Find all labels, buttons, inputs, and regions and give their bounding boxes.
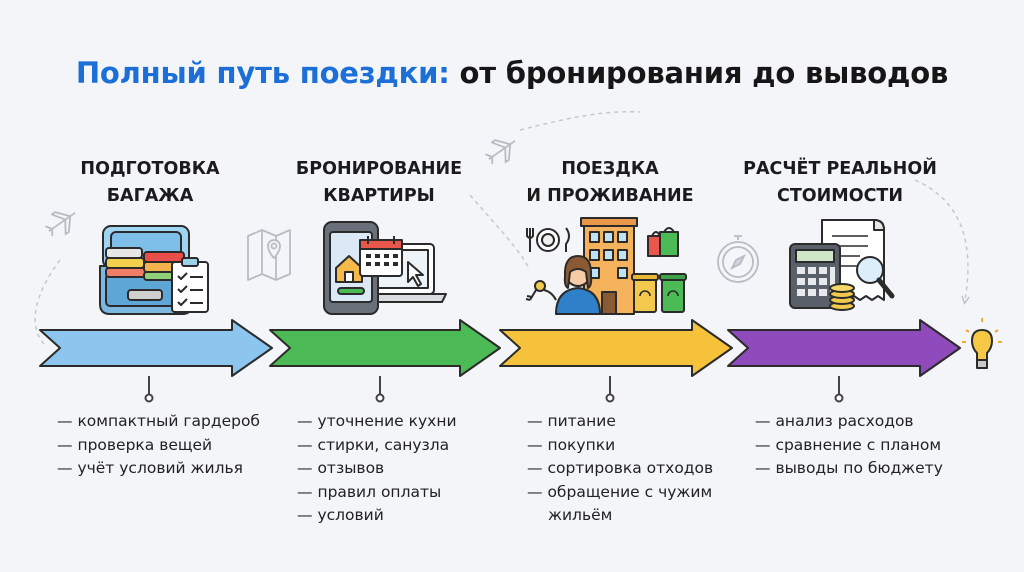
booking-devices-icon <box>323 221 447 315</box>
step-title-line: БРОНИРОВАНИЕ <box>295 159 463 179</box>
list-item: анализ расходов <box>755 410 975 434</box>
trip-stay-icon <box>525 217 687 315</box>
list-item: покупки <box>527 434 727 458</box>
dashed-path <box>914 179 968 300</box>
list-item: питание <box>527 410 727 434</box>
step-title-line: ПОДГОТОВКА <box>80 159 220 179</box>
step-title-line: ПОЕЗДКА <box>561 159 659 179</box>
step-bullets-luggage: компактный гардероб проверка вещей учёт … <box>57 410 262 481</box>
airplane-icon <box>45 211 76 237</box>
lightbulb-icon <box>962 318 1002 369</box>
dashed-path <box>34 259 61 346</box>
list-item: проверка вещей <box>57 434 262 458</box>
step-title-line: КВАРТИРЫ <box>323 186 435 206</box>
list-item: выводы по бюджету <box>755 457 975 481</box>
step-bullets-booking: уточнение кухни стирки, санузла отзывов … <box>297 410 497 528</box>
step-title-booking: БРОНИРОВАНИЕ КВАРТИРЫ <box>264 156 494 210</box>
timeline-arrows <box>39 319 961 377</box>
list-item: стирки, санузла <box>297 434 497 458</box>
connector-dot <box>375 393 385 403</box>
list-item: обращение с чужим жильём <box>527 481 727 528</box>
connector-dot <box>834 393 844 403</box>
step-title-luggage: ПОДГОТОВКА БАГАЖА <box>35 156 265 210</box>
list-item: отзывов <box>297 457 497 481</box>
page-title: Полный путь поездки: от бронирования до … <box>0 56 1024 90</box>
step-bullets-cost: анализ расходов сравнение с планом вывод… <box>755 410 975 481</box>
step-title-cost: РАСЧЁТ РЕАЛЬНОЙ СТОИМОСТИ <box>725 156 955 210</box>
timeline-arrow-cost <box>727 319 961 377</box>
list-item: учёт условий жилья <box>57 457 262 481</box>
list-item: уточнение кухни <box>297 410 497 434</box>
list-item: компактный гардероб <box>57 410 262 434</box>
step-title-trip: ПОЕЗДКА И ПРОЖИВАНИЕ <box>495 156 725 210</box>
dashed-path <box>469 194 531 271</box>
timeline-arrow-trip <box>499 319 733 377</box>
list-item: условий <box>297 504 497 528</box>
dashed-path <box>519 110 641 131</box>
list-item: сортировка отходов <box>527 457 727 481</box>
title-accent: Полный путь поездки: <box>75 56 450 90</box>
map-icon <box>247 229 291 281</box>
step-title-line: БАГАЖА <box>106 186 194 206</box>
step-title-line: И ПРОЖИВАНИЕ <box>526 186 694 206</box>
airplane-icon <box>485 139 516 165</box>
step-title-line: РАСЧЁТ РЕАЛЬНОЙ <box>743 159 937 179</box>
compass-icon <box>717 235 759 283</box>
title-rest: от бронирования до выводов <box>459 56 949 90</box>
step-bullets-trip: питание покупки сортировка отходов обращ… <box>527 410 727 528</box>
list-item: сравнение с планом <box>755 434 975 458</box>
connector-dot <box>144 393 154 403</box>
step-title-line: СТОИМОСТИ <box>776 186 904 206</box>
timeline-arrow-luggage <box>39 319 273 377</box>
timeline-connectors <box>144 376 844 403</box>
list-item: правил оплаты <box>297 481 497 505</box>
connector-dot <box>605 393 615 403</box>
calculator-receipt-icon <box>789 219 895 311</box>
timeline-arrow-booking <box>269 319 501 377</box>
open-suitcase-icon <box>99 225 209 315</box>
